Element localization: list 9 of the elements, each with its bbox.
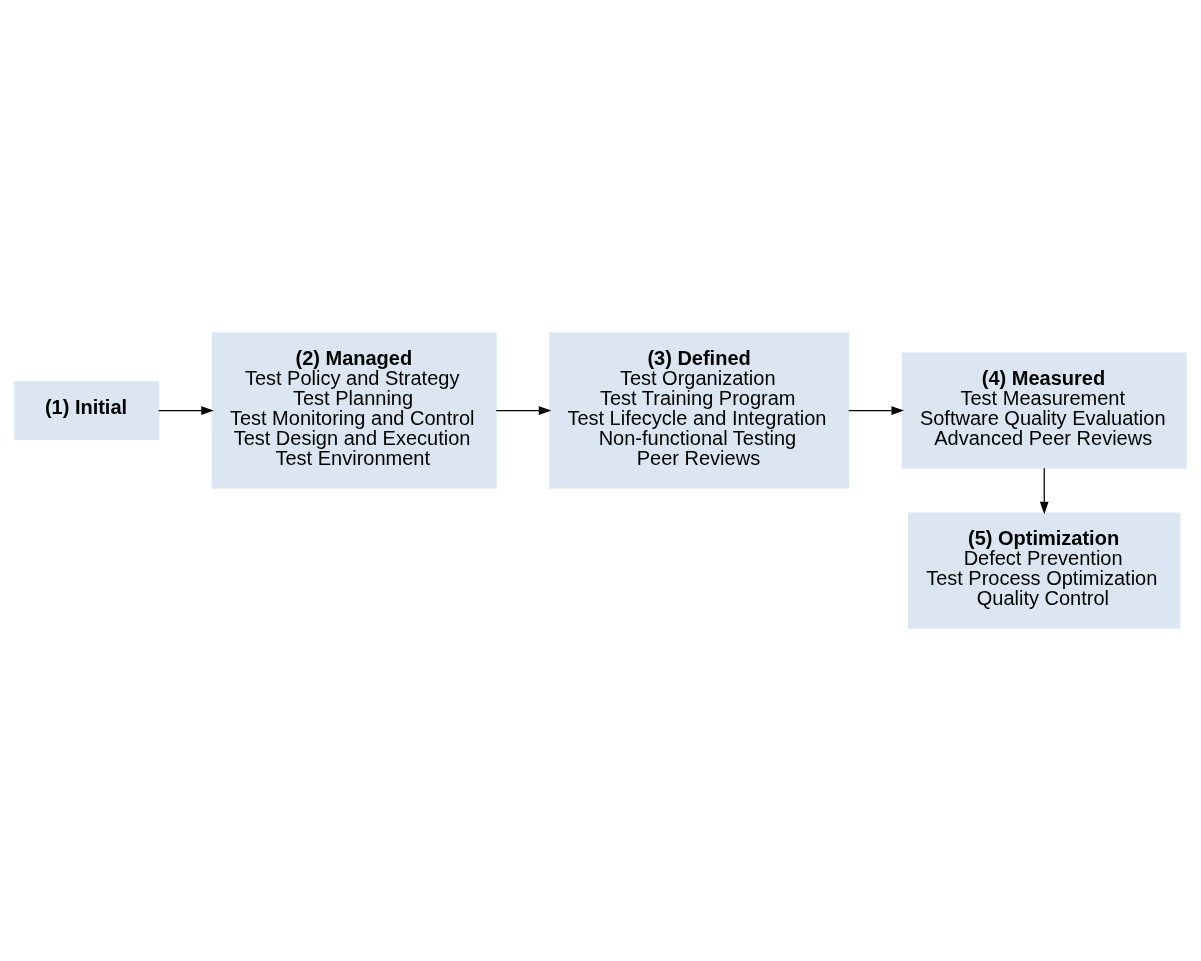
- node-box: (1) Initial: [14, 381, 160, 440]
- node-box: (4) Measured Test Measurement Software Quality Evaluation Advanced Peer Reviews: [901, 352, 1187, 469]
- arrow: [1039, 467, 1049, 515]
- arrow: [848, 406, 904, 415]
- node-box: (2) Managed Test Policy and Strategy Test Planning Test Monitoring and Control Test Design and Execution Test Environment: [211, 332, 497, 489]
- node-box: (3) Defined Test Organization Test Training Program Test Lifecycle and Integration Non-functional Testing Peer Reviews: [549, 332, 850, 489]
- node-box: (5) Optimization Defect Prevention Test Process Optimization Quality Control: [908, 512, 1181, 629]
- arrow: [158, 406, 214, 415]
- arrow: [495, 406, 552, 415]
